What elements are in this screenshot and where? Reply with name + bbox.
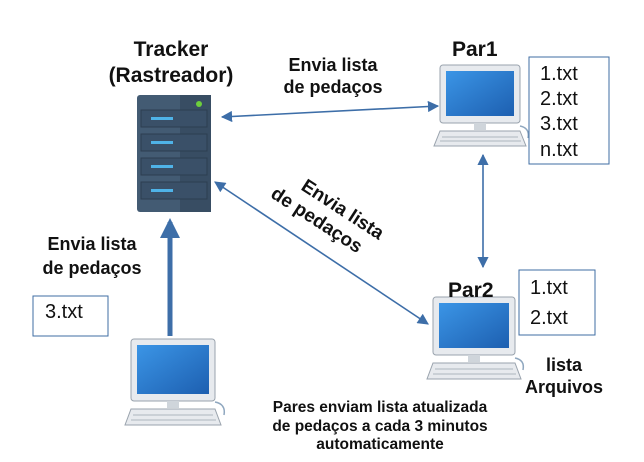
left-peer-computer-icon — [124, 338, 226, 426]
par1-label: Par1 — [452, 38, 498, 61]
par2-file-1: 1.txt — [530, 277, 568, 299]
edge-label-tracker-par1-line1: Envia lista — [288, 55, 378, 75]
par2-computer-icon — [426, 296, 525, 380]
tracker-title: Tracker — [134, 38, 209, 61]
par2-caption-line2: Arquivos — [525, 377, 603, 397]
par2-file-2: 2.txt — [530, 307, 568, 329]
tracker-subtitle: (Rastreador) — [109, 64, 234, 87]
par1-file-1: 1.txt — [540, 63, 578, 85]
arrow-tracker-par2 — [214, 181, 429, 325]
par1-file-3: 3.txt — [540, 113, 578, 135]
edge-label-tracker-par1-line2: de pedaços — [283, 77, 382, 97]
par2-file-list-box — [518, 269, 596, 336]
edge-label-left-tracker-line1: Envia lista — [47, 234, 137, 254]
par1-file-list-box — [528, 56, 610, 165]
edge-label-left-tracker-line2: de pedaços — [42, 258, 141, 278]
par2-label: Par2 — [448, 279, 494, 302]
par1-computer-icon — [433, 64, 530, 147]
par1-file-2: 2.txt — [540, 88, 578, 110]
note-line3: automaticamente — [316, 436, 444, 453]
par2-caption-line1: lista — [546, 355, 583, 375]
par1-file-4: n.txt — [540, 139, 578, 161]
left-peer-file-list-box — [32, 295, 109, 337]
arrow-tracker-par1 — [220, 100, 440, 123]
note-line2: de pedaços a cada 3 minutos — [272, 418, 487, 435]
left-peer-file-1: 3.txt — [45, 301, 83, 323]
tracker-server-icon — [137, 95, 211, 212]
note-line1: Pares enviam lista atualizada — [273, 399, 488, 416]
